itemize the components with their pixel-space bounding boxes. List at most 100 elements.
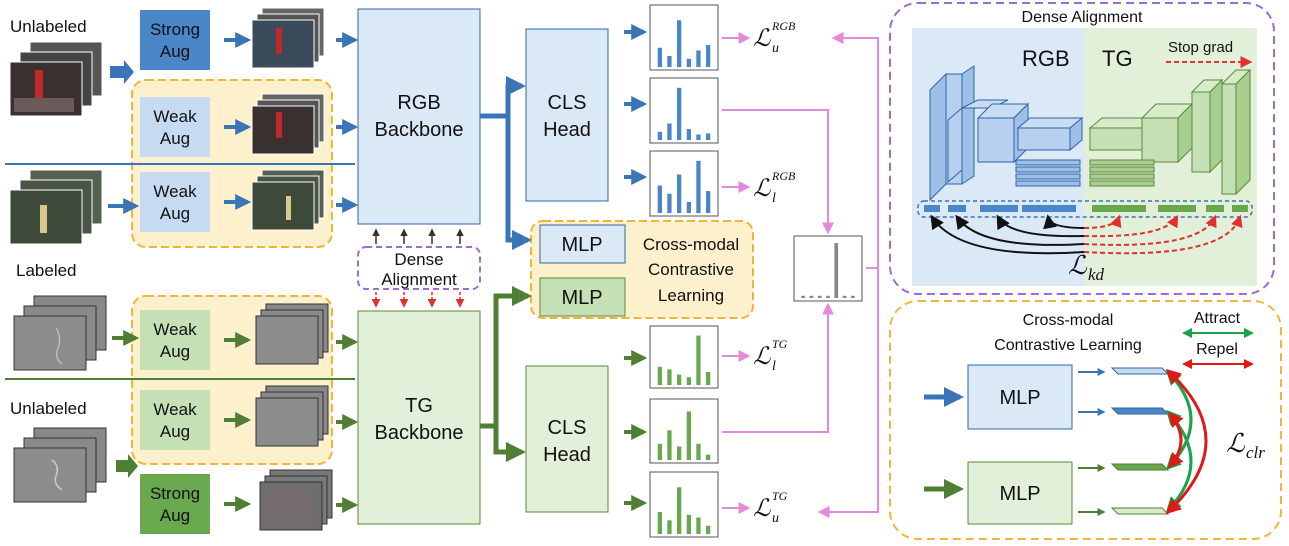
hist-bar-tg-l-1 [667,369,672,385]
weak-aug-tg-unlabeled: Weak Aug [140,390,210,450]
hist-fused [793,235,863,302]
dense-panel-tg: TG [1102,46,1133,71]
svg-text:Cross-modal: Cross-modal [643,235,739,254]
weak-aug-rgb-unlabeled: Weak Aug [140,97,210,157]
hist-bar-tg-u-weak-0 [657,443,662,460]
hist-bar-fused-6 [851,295,855,298]
svg-text:u: u [772,511,779,526]
arrow-unlabeled-tg [116,454,138,478]
svg-text:Dense: Dense [394,250,443,269]
hist-bar-rgb-u-strong-4 [696,50,701,67]
svg-text:ℒ: ℒ [753,344,771,370]
hist-bar-rgb-u-weak-4 [696,134,701,140]
svg-text:MLP: MLP [561,287,602,309]
aug-frames [251,7,333,531]
loss-l-tg: ℒ l TG [753,337,788,374]
hist-bar-tg-l-0 [657,366,662,385]
label-unlabeled-top: Unlabeled [10,17,87,36]
hist-bar-tg-l-3 [686,377,691,385]
svg-text:l: l [772,359,776,374]
svg-text:Contrastive Learning: Contrastive Learning [994,337,1142,354]
hist-bar-fused-2 [817,295,822,298]
svg-text:Strong: Strong [150,484,200,503]
cls-head-rgb: CLS Head [525,28,609,202]
hist-bar-tg-u-strong-5 [706,525,711,535]
svg-text:Aug: Aug [160,422,190,441]
cls-head-tg: CLS Head [525,365,609,513]
svg-text:Aug: Aug [160,129,190,148]
hist-bar-tg-l-5 [706,372,711,385]
hist-bar-tg-u-strong-3 [686,514,691,535]
svg-text:ℒ: ℒ [753,26,771,52]
svg-text:RGB: RGB [771,19,796,33]
hist-bar-rgb-l-3 [686,202,691,213]
svg-text:Backbone: Backbone [375,119,464,141]
hist-bar-fused-5 [842,295,847,298]
hist-bar-fused-0 [801,295,805,298]
label-labeled: Labeled [16,261,77,280]
svg-text:ℒ: ℒ [753,496,771,522]
weak-aug-rgb-labeled: Weak Aug [140,172,210,232]
svg-text:MLP: MLP [999,387,1040,409]
hist-bar-tg-u-weak-5 [706,454,711,460]
hist-bar-rgb-l-1 [667,193,672,214]
tg-labeled-frames [13,295,107,371]
svg-text:MLP: MLP [561,234,602,256]
label-unlabeled-bottom: Unlabeled [10,399,87,418]
pink-flow-arrows [722,32,879,518]
hist-bar-rgb-l-5 [706,191,711,213]
svg-text:Cross-modal: Cross-modal [1023,312,1114,329]
dense-panel-title: Dense Alignment [1022,9,1144,26]
svg-text:Strong: Strong [150,20,200,39]
svg-text:Head: Head [543,119,591,141]
svg-text:TG: TG [772,337,788,351]
hist-bar-rgb-u-weak-5 [706,133,711,140]
svg-text:CLS: CLS [548,417,587,439]
repel-label: Repel [1196,341,1238,358]
arrow-unlabeled-rgb [110,60,134,84]
dense-alignment-arrows [371,228,465,308]
strong-aug-tg: Strong Aug [140,474,210,534]
svg-text:Aug: Aug [160,506,190,525]
loss-clr: ℒ clr [1226,429,1265,462]
hist-bar-tg-u-weak-4 [696,443,701,460]
backbone-out-arrows [480,76,532,462]
svg-text:Weak: Weak [153,107,197,126]
hist-bar-rgb-l-4 [696,160,701,214]
hist-bar-tg-u-weak-3 [686,411,691,460]
loss-l-rgb: ℒ l RGB [753,169,796,206]
head-to-hist-arrows [624,24,648,511]
rgb-labeled-frames [9,169,103,245]
svg-text:ℒ: ℒ [1068,251,1088,280]
contrastive-panel: Cross-modal Contrastive Learning Attract… [889,300,1282,540]
loss-u-rgb: ℒ u RGB [753,19,796,56]
tg-unlabeled-frames [13,427,107,503]
hist-bar-tg-l-4 [696,335,701,385]
hist-bar-tg-u-weak-1 [667,430,672,460]
hist-bar-rgb-u-strong-5 [706,45,711,67]
dense-alignment-box: Dense Alignment [357,246,481,290]
rgb-unlabeled-frames [9,41,103,117]
frame-to-backbone-arrows [336,32,359,513]
mlp-tg: MLP [539,277,626,317]
hist-bar-fused-4 [834,243,839,298]
hist-bar-rgb-u-weak-2 [677,87,682,141]
attract-label: Attract [1194,310,1241,327]
svg-text:TG: TG [405,395,433,417]
hist-bar-rgb-u-strong-1 [667,56,672,67]
svg-text:kd: kd [1088,265,1105,284]
svg-text:Aug: Aug [160,42,190,61]
svg-text:CLS: CLS [548,92,587,114]
svg-text:Weak: Weak [153,320,197,339]
stop-grad-label: Stop grad [1168,39,1233,56]
svg-text:RGB: RGB [771,169,796,183]
dense-alignment-panel: Dense Alignment RGB TG Stop grad [889,2,1275,295]
weak-aug-tg-labeled: Weak Aug [140,310,210,370]
hist-bar-fused-1 [809,295,814,298]
svg-text:Aug: Aug [160,204,190,223]
hist-bar-fused-3 [826,295,830,298]
hist-bar-tg-u-strong-4 [696,517,701,534]
svg-text:Alignment: Alignment [381,270,457,289]
hist-bar-rgb-u-weak-0 [657,131,662,141]
